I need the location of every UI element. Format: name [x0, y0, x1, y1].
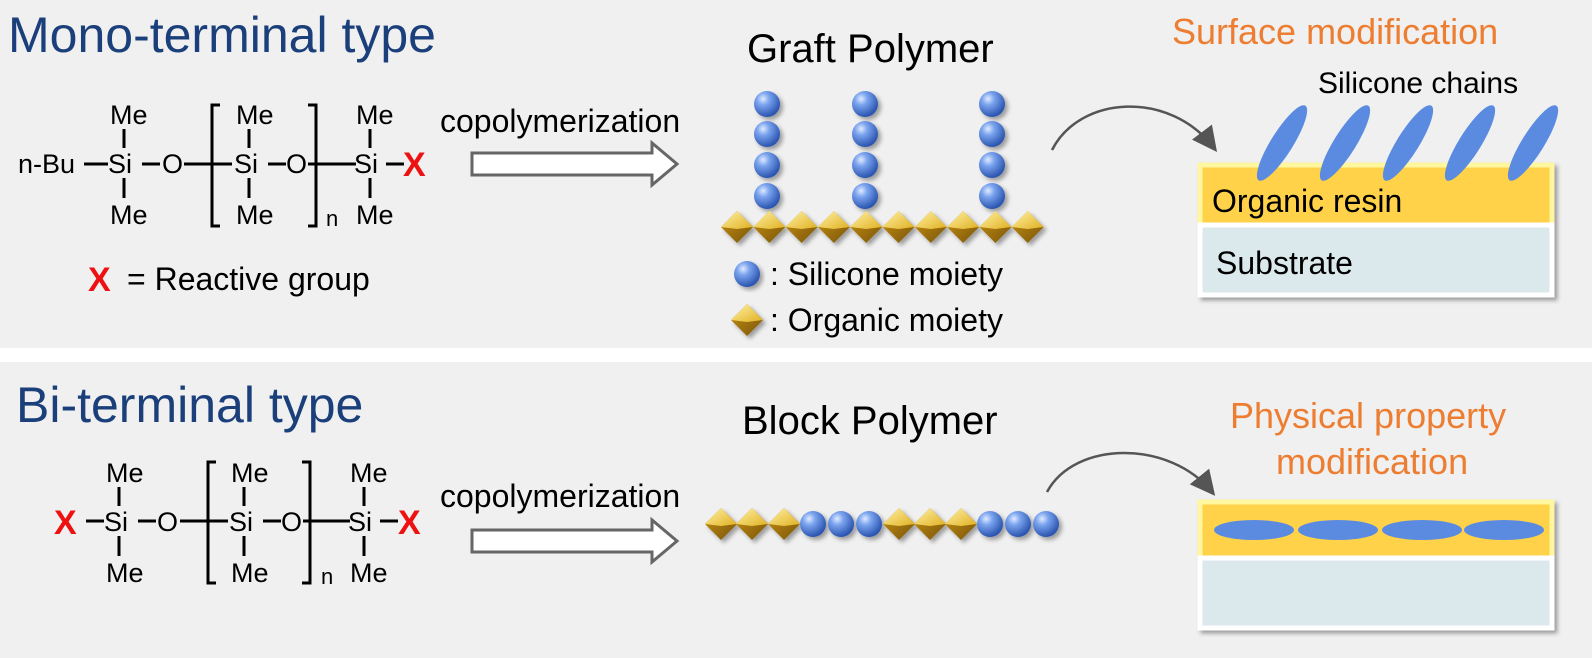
silicone-bead [979, 121, 1005, 147]
hollow-arrow [470, 139, 680, 189]
o-atom: O [281, 507, 302, 537]
curved-arrow [1050, 105, 1218, 152]
me-group: Me [106, 558, 144, 588]
physical-property-title-line1: Physical property [1230, 395, 1506, 436]
left-bracket [206, 460, 216, 585]
surface-stack [1197, 162, 1555, 298]
silicone-bead [856, 511, 882, 537]
reactive-x: X [54, 504, 77, 542]
silicone-chain [1444, 105, 1496, 181]
repeat-n: n [326, 206, 338, 231]
me-group: Me [110, 200, 148, 230]
silicone-bead [754, 183, 780, 209]
reactive-legend-text: = Reactive group [127, 261, 370, 297]
curved-arrow [1045, 451, 1216, 496]
copolymerization-label: copolymerization [440, 103, 680, 139]
me-group: Me [356, 200, 394, 230]
o-atom: O [162, 149, 183, 179]
silicone-bead [754, 91, 780, 117]
silicone-chains-label: Silicone chains [1318, 67, 1518, 100]
silicone-chain [1319, 105, 1371, 181]
n-bu-group: n-Bu [18, 149, 75, 179]
me-group: Me [236, 100, 274, 130]
silicone-bead [800, 511, 826, 537]
reactive-x: X [403, 146, 426, 184]
me-group: Me [106, 458, 144, 488]
moiety-legend: : Silicone moiety : Organic moiety [731, 256, 1003, 338]
silicone-bead [852, 121, 878, 147]
silicone-bead [1005, 511, 1031, 537]
silicone-domain [1298, 520, 1378, 540]
organic-resin-label: Organic resin [1212, 183, 1402, 219]
mono-terminal-formula: n-Bu Si Me Me O Si Me Me O n Si Me Me X [18, 100, 426, 231]
repeat-n: n [321, 564, 333, 589]
me-group: Me [231, 558, 269, 588]
left-bracket [210, 103, 220, 228]
silicone-bead [979, 152, 1005, 178]
graft-polymer-title: Graft Polymer [747, 27, 994, 71]
silicone-bead [979, 183, 1005, 209]
silicone-legend-label: : Silicone moiety [770, 256, 1003, 292]
copolymerization-label: copolymerization [440, 478, 680, 514]
si-atom: Si [104, 507, 128, 537]
me-group: Me [356, 100, 394, 130]
hollow-arrow [470, 516, 680, 566]
bi-terminal-title: Bi-terminal type [16, 377, 363, 433]
silicone-bead [754, 121, 780, 147]
dispersed-silicone-domains [1214, 520, 1544, 540]
substrate-layer [1197, 222, 1555, 298]
silicone-bead [977, 511, 1003, 537]
silicone-bead [754, 152, 780, 178]
silicone-domain [1214, 520, 1294, 540]
me-group: Me [350, 558, 388, 588]
si-atom: Si [348, 507, 372, 537]
right-bracket [308, 103, 318, 228]
me-group: Me [236, 200, 274, 230]
si-atom: Si [234, 149, 258, 179]
me-group: Me [110, 100, 148, 130]
mono-terminal-title: Mono-terminal type [8, 7, 436, 63]
silicone-bead [852, 91, 878, 117]
si-atom: Si [354, 149, 378, 179]
o-atom: O [286, 149, 307, 179]
bi-terminal-formula: X Si Me Me O Si Me Me O n Si Me Me X [54, 458, 421, 589]
surface-modification-title: Surface modification [1172, 11, 1498, 52]
silicone-bead [852, 152, 878, 178]
silicone-bead [1033, 511, 1059, 537]
silicone-chains [1256, 105, 1559, 181]
silicone-bead-icon [734, 261, 760, 287]
silicone-chain [1256, 105, 1308, 181]
silicone-domain [1382, 520, 1462, 540]
si-atom: Si [229, 507, 253, 537]
silicone-bead [828, 511, 854, 537]
me-group: Me [231, 458, 269, 488]
reactive-x: X [398, 504, 421, 542]
right-bracket [302, 460, 312, 585]
organic-legend-label: : Organic moiety [770, 302, 1003, 338]
silicone-bead [979, 91, 1005, 117]
silicone-chain [1507, 105, 1559, 181]
o-atom: O [157, 507, 178, 537]
physical-property-title-line2: modification [1276, 441, 1468, 482]
substrate-layer [1197, 555, 1555, 631]
substrate-label: Substrate [1216, 245, 1353, 281]
silicone-chain [1382, 105, 1434, 181]
silicone-bead [852, 183, 878, 209]
block-polymer-title: Block Polymer [742, 399, 998, 443]
reactive-legend-x: X [88, 261, 111, 299]
silicone-domain [1464, 520, 1544, 540]
si-atom: Si [108, 149, 132, 179]
me-group: Me [350, 458, 388, 488]
